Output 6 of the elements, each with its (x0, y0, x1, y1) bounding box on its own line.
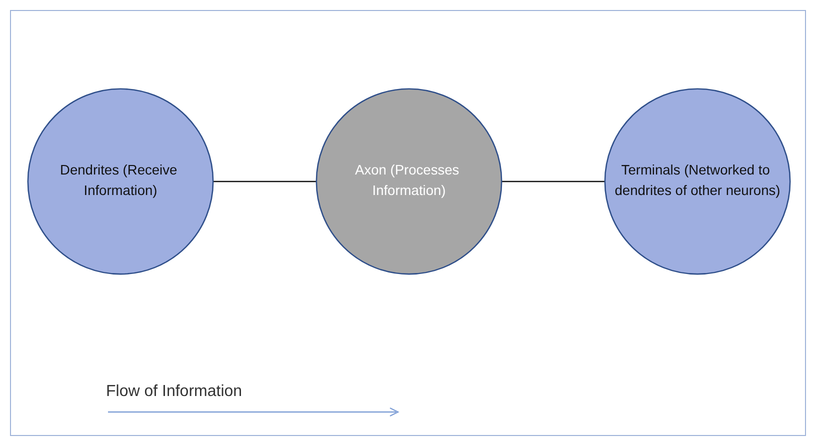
node-circle: Terminals (Networked to dendrites of other neurons) (604, 88, 791, 274)
node-circle: Dendrites (Receive Information) (27, 88, 214, 274)
connector (502, 180, 605, 182)
axis-caption: Flow of Information (106, 383, 242, 401)
node-circle: Axon (Processes Information) (316, 88, 502, 274)
connector (213, 180, 316, 182)
